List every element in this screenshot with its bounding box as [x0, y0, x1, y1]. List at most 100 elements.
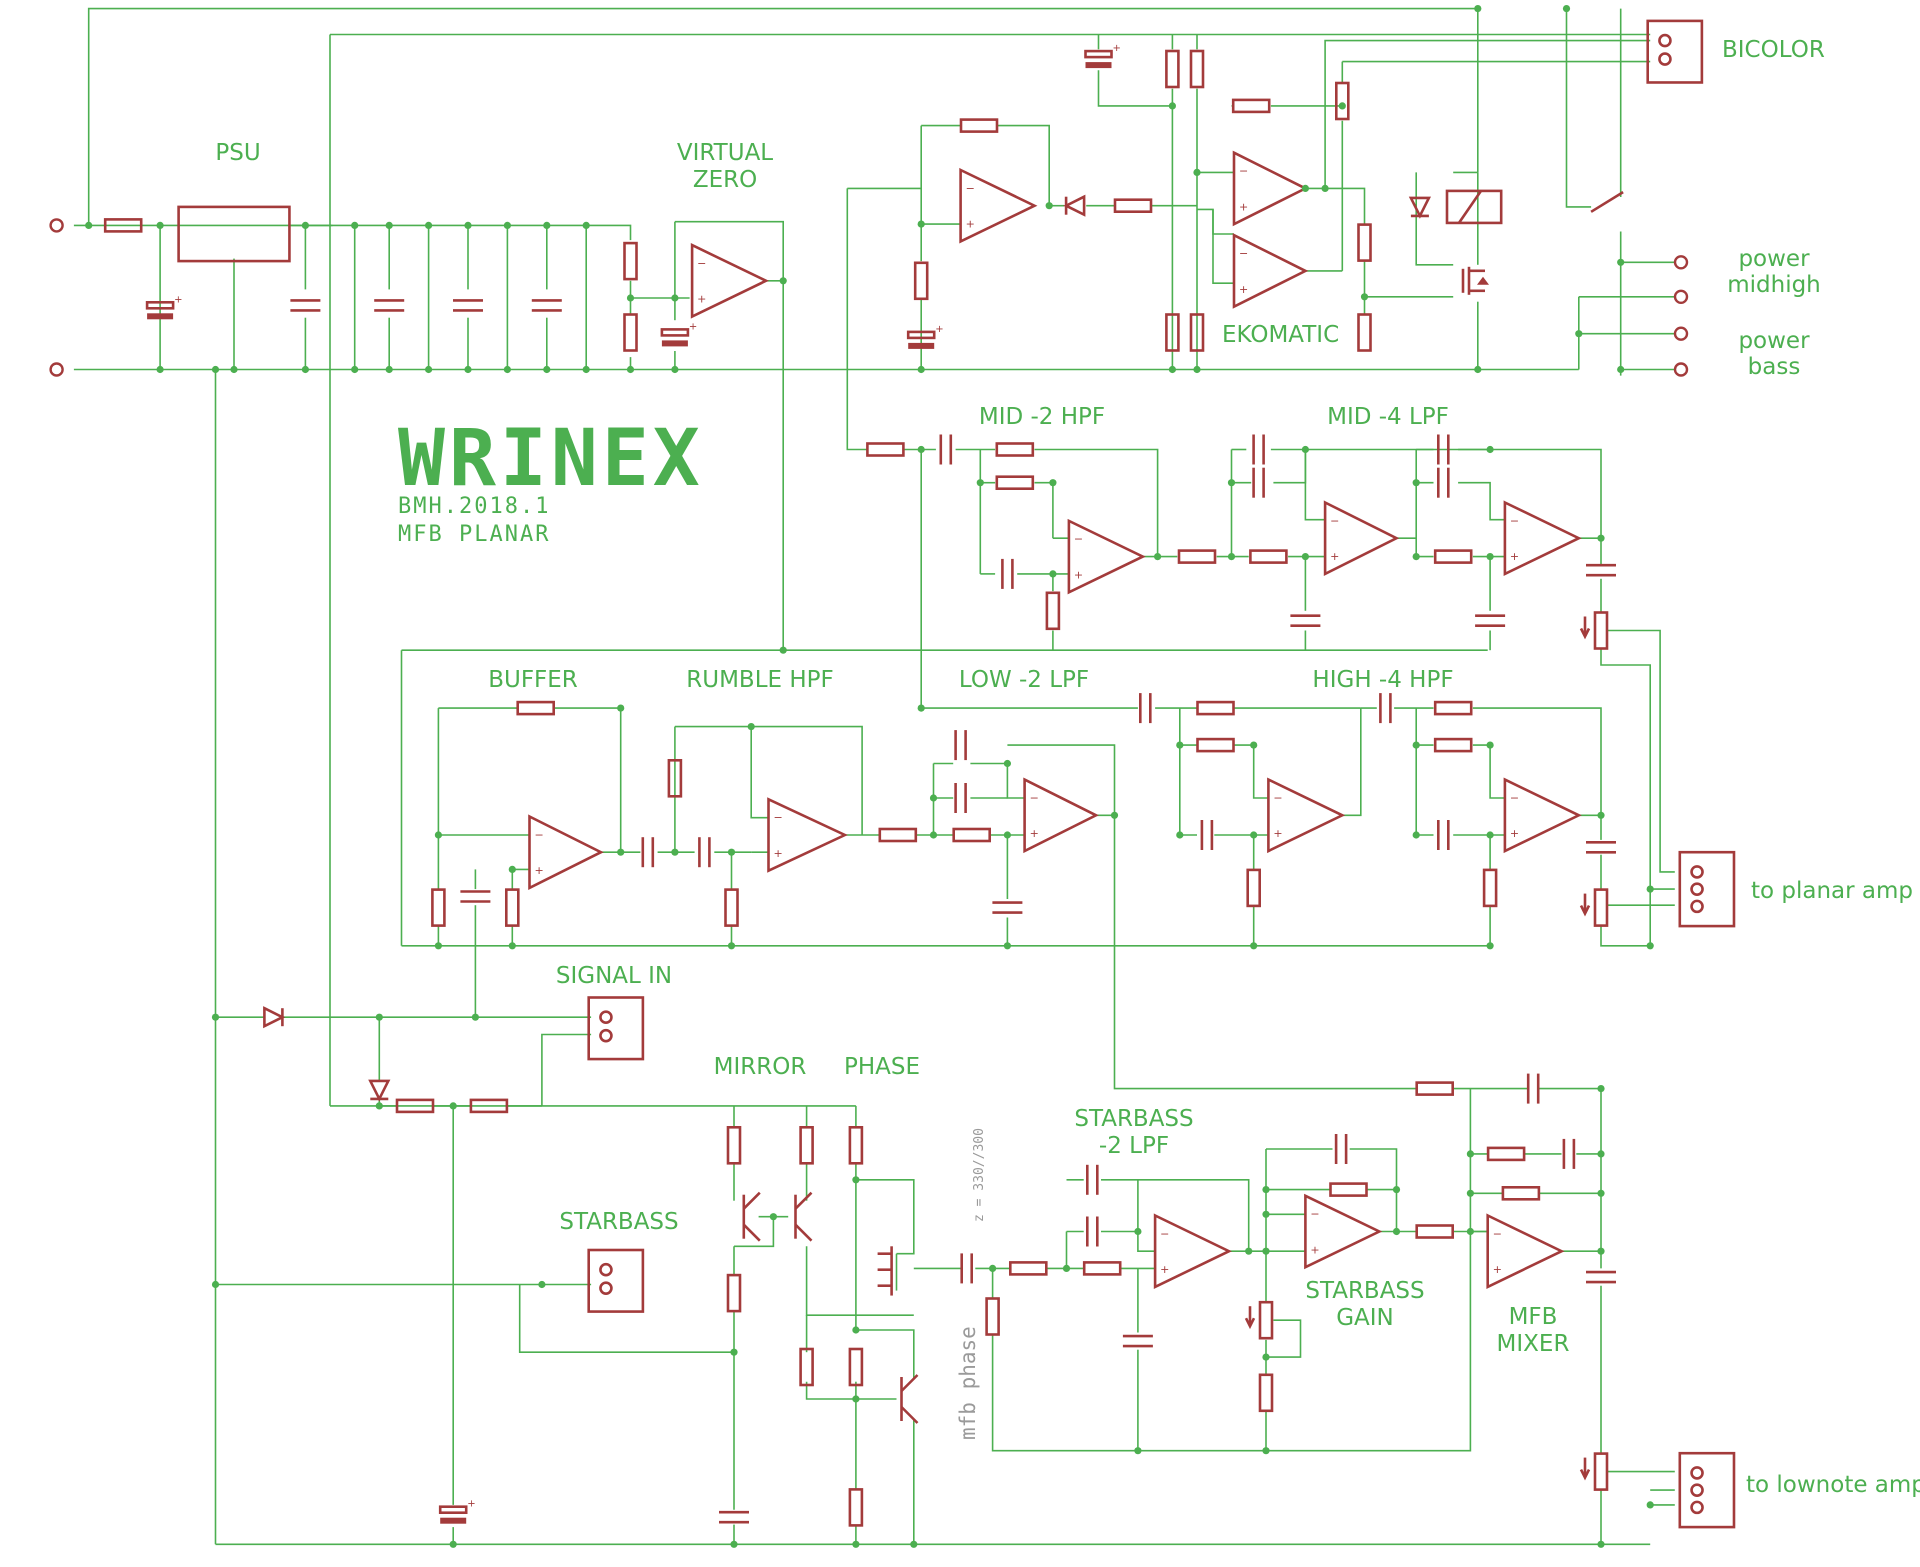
terminal-1 — [49, 362, 64, 377]
capacitor-7 — [1252, 467, 1265, 498]
opamp-0: −+ — [690, 243, 769, 319]
capacitor-22 — [1437, 820, 1450, 850]
junction-122 — [1597, 1085, 1605, 1093]
electrolytic-4-plus: + — [467, 1499, 475, 1510]
diode-signal-body — [263, 1006, 286, 1029]
junction-5 — [301, 365, 309, 374]
junction-49 — [1227, 479, 1236, 487]
wire-162 — [1342, 708, 1362, 817]
transistor-phase-collector — [900, 1374, 919, 1392]
junction-77 — [1250, 741, 1258, 749]
psu-label: PSU — [215, 140, 260, 166]
junction-32 — [1193, 365, 1201, 374]
transistor-phase — [900, 1374, 919, 1424]
wire-37 — [674, 220, 785, 281]
subtitle-text: MFB PLANAR — [398, 522, 550, 547]
junction-12 — [464, 221, 472, 229]
junction-124 — [1646, 1501, 1654, 1509]
diode-ekomatic-body — [1063, 194, 1086, 217]
opamp-6-body — [1503, 500, 1582, 576]
resistor-9 — [1189, 313, 1205, 352]
junction-105 — [1062, 1264, 1071, 1272]
opamp-6-minus: − — [1510, 514, 1519, 527]
junction-118 — [1466, 1189, 1474, 1197]
junction-23 — [671, 365, 679, 374]
opamp-2-minus: − — [1239, 165, 1248, 178]
wire-176 — [1600, 926, 1651, 947]
resistor-16 — [995, 475, 1035, 491]
psu-regulator — [177, 205, 291, 263]
capacitor-11 — [1475, 614, 1506, 628]
junction-103 — [910, 1540, 918, 1548]
ekomatic-label: EKOMATIC — [1222, 322, 1339, 348]
electrolytic-3-plus: + — [1113, 43, 1121, 54]
junction-54 — [1412, 553, 1420, 561]
opamp-5-plus: + — [1330, 550, 1339, 563]
capacitor-0 — [290, 299, 321, 312]
junction-114 — [1392, 1186, 1401, 1194]
junction-18 — [582, 221, 590, 229]
diode-ekomatic — [1063, 194, 1086, 217]
opamp-14-body — [1486, 1213, 1565, 1289]
capacitor-19 — [1139, 693, 1152, 724]
junction-51 — [1301, 445, 1309, 454]
relay-coil — [1445, 189, 1503, 225]
trimmer-1-body — [1593, 888, 1609, 927]
capacitor-20 — [1200, 820, 1214, 850]
junction-30 — [1168, 365, 1176, 374]
trimmer-2-body — [1258, 1300, 1274, 1340]
mid-lpf-label: MID -4 LPF — [1327, 404, 1449, 430]
electrolytic-2-plate-a — [906, 330, 936, 340]
junction-0 — [85, 221, 93, 229]
junction-94 — [538, 1280, 546, 1289]
wire-144 — [970, 762, 1025, 799]
opamp-3-minus: − — [1239, 247, 1248, 260]
resistor-3 — [913, 261, 929, 301]
low-lpf-label: LOW -2 LPF — [959, 667, 1089, 693]
power-bass-label-2: bass — [1748, 354, 1801, 380]
wire-150 — [1007, 744, 1116, 816]
junction-35 — [1321, 184, 1329, 192]
opamp-3: −+ — [1232, 233, 1309, 309]
junction-40 — [1617, 258, 1625, 266]
wire-109 — [1458, 481, 1505, 521]
opamp-4-plus: + — [1074, 568, 1083, 581]
opamp-0-minus: − — [697, 257, 706, 270]
to-lownote-amp-label: to lownote amp — [1746, 1472, 1920, 1498]
resistor-44 — [1082, 1261, 1122, 1276]
junction-59 — [617, 848, 625, 856]
resistor-40 — [799, 1347, 814, 1387]
junction-76 — [1176, 831, 1184, 839]
terminal-4 — [1673, 326, 1689, 341]
junction-50 — [1227, 553, 1236, 561]
opamp-13-minus: − — [1310, 1208, 1319, 1221]
relay-slash — [1457, 190, 1483, 224]
resistor-19 — [1249, 549, 1288, 564]
wire-137 — [751, 725, 863, 835]
resistor-30 — [1246, 868, 1261, 908]
wire-165 — [1472, 707, 1602, 816]
wire-218 — [991, 1231, 1472, 1452]
trimmer-1 — [1579, 888, 1609, 927]
wire-45 — [846, 188, 867, 451]
wire-63 — [1197, 208, 1234, 235]
junction-31 — [1193, 168, 1201, 176]
electrolytic-2-plus: + — [935, 324, 943, 335]
wire-20 — [290, 224, 632, 241]
resistor-25 — [724, 888, 739, 927]
opamp-14: −+ — [1486, 1213, 1565, 1289]
capacitor-10 — [1437, 467, 1450, 498]
junction-13 — [464, 365, 472, 374]
wire-229 — [1349, 1148, 1398, 1232]
opamp-3-plus: + — [1239, 283, 1248, 296]
opamp-7: −+ — [528, 814, 604, 891]
bicolor-connector-pin-1 — [1658, 52, 1672, 66]
signal-in-connector-pin-0 — [599, 1010, 613, 1025]
capacitor-18 — [992, 901, 1023, 914]
junction-99 — [852, 1176, 860, 1184]
junction-115 — [1392, 1227, 1401, 1236]
mfb-mixer-label-1: MFB — [1509, 1304, 1558, 1330]
to-planar-amp-label: to planar amp — [1751, 878, 1913, 904]
wire-100 — [1304, 449, 1326, 521]
opamp-2: −+ — [1232, 150, 1309, 227]
